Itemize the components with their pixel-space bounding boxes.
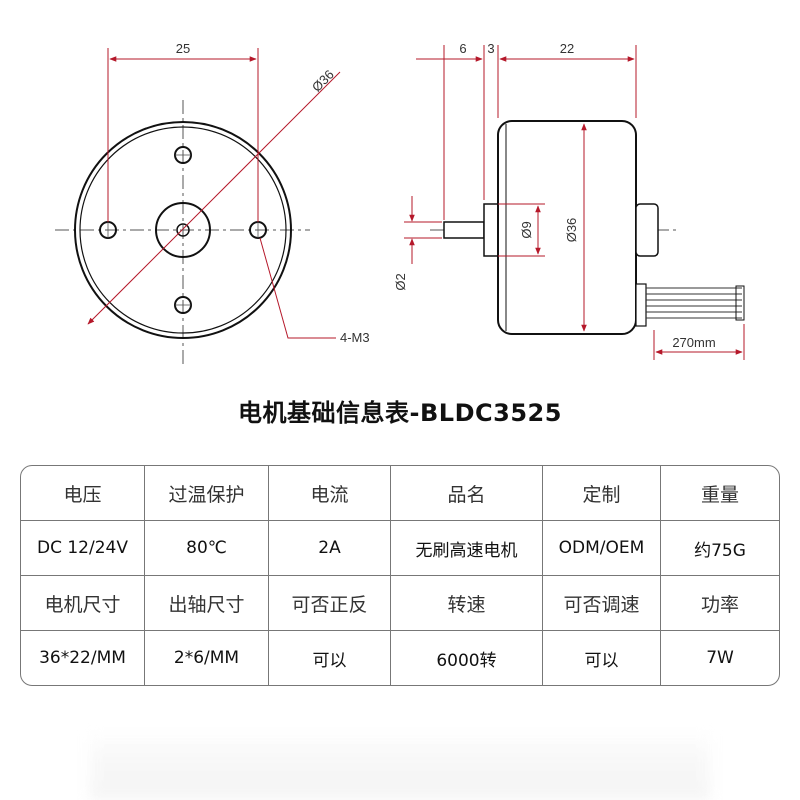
dim-dia36-side-label: Ø36 <box>564 218 579 243</box>
lead-wire-sleeve <box>635 283 647 327</box>
dim-dia2-label: Ø2 <box>393 273 408 290</box>
hole-label: 4-M3 <box>340 330 370 345</box>
blurred-footer-area <box>90 730 710 800</box>
table-cell: 可以 <box>269 631 391 685</box>
front-shaft-circle <box>176 223 190 237</box>
table-header-cell: 定制 <box>543 466 661 521</box>
table-cell: 约75G <box>661 521 779 576</box>
table-cell: 2*6/MM <box>145 631 269 685</box>
table-cell: 7W <box>706 648 734 668</box>
dim-270-label: 270mm <box>672 335 715 350</box>
lead-wire-end <box>735 285 745 321</box>
table-header-cell: 电机尺寸 <box>21 576 145 631</box>
table-cell: 2A <box>269 521 391 576</box>
hole-leader-line <box>259 237 336 339</box>
side-shaft <box>443 221 485 239</box>
table-cell: 36*22/MM <box>21 631 145 685</box>
table-header-cell: 重量 <box>661 466 779 521</box>
front-outer-circle <box>74 121 292 339</box>
table-cell: 6000转 <box>391 631 543 685</box>
front-inner-circle <box>79 126 287 334</box>
dim-dia36-line <box>87 71 341 325</box>
dim-dia9-label: Ø9 <box>519 221 534 238</box>
table-cell: ODM/OEM <box>543 521 661 576</box>
front-view: 25 Ø36 4-M3 <box>55 41 370 365</box>
dim-dia36-label: Ø36 <box>309 67 337 95</box>
table-header-cell: 可否调速 <box>543 576 661 631</box>
table-header-cell: 转速 <box>391 576 543 631</box>
side-rear-cap <box>635 203 659 257</box>
table-cell: 80℃ <box>145 521 269 576</box>
table-header-cell: 过温保护 <box>145 466 269 521</box>
table-cell: DC 12/24V <box>21 521 145 576</box>
table-cell: 可以 <box>543 631 661 685</box>
table-header-cell: 电压 <box>21 466 145 521</box>
table-cell: 无刷高速电机 <box>391 521 543 576</box>
front-boss-circle <box>155 202 211 258</box>
table-header-cell: 电流 <box>269 466 391 521</box>
table-header-cell: 功率 <box>661 576 779 631</box>
dim-25-label: 25 <box>176 41 190 56</box>
motor-technical-drawing: 25 Ø36 4-M3 6 3 <box>55 41 745 365</box>
spec-table: 电压 过温保护 电流 品名 定制 重量 DC 12/24V 80℃ 2A 无刷高… <box>20 465 780 686</box>
dim-3-label: 3 <box>487 41 494 56</box>
dim-6-label: 6 <box>459 41 466 56</box>
table-header-cell: 可否正反 <box>269 576 391 631</box>
page-title: 电机基础信息表-BLDC3525 <box>238 399 562 427</box>
dim-22-label: 22 <box>560 41 574 56</box>
table-header-cell: 品名 <box>391 466 543 521</box>
side-view: 6 3 22 Ø2 Ø9 Ø36 270mm <box>393 41 745 360</box>
side-boss <box>483 203 499 257</box>
table-header-cell: 出轴尺寸 <box>145 576 269 631</box>
